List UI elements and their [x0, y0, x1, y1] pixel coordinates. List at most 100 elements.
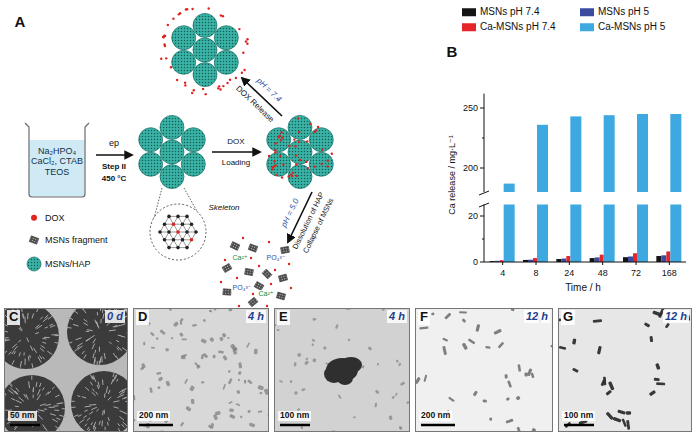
dox-dot: [309, 123, 311, 125]
msn-hap-sphere: [288, 140, 312, 164]
legend-text: Ca-MSNs pH 7.4: [480, 21, 556, 33]
y-minor-tick: [482, 138, 484, 139]
dox-dot: [164, 45, 166, 47]
pore-streak: [117, 379, 119, 382]
tem-particle: [279, 380, 283, 384]
dox-dot: [172, 17, 174, 19]
pore-streak: [122, 424, 125, 427]
pore-streak: [28, 381, 30, 388]
dox-dot: [275, 174, 277, 176]
pore-streak: [18, 340, 21, 342]
tem-particle: [605, 390, 612, 396]
bar-chart: [479, 94, 686, 265]
bar: [670, 114, 681, 192]
tem-particle: [311, 343, 314, 346]
pore-streak: [33, 387, 34, 392]
legend-swatch: [580, 23, 594, 31]
atom-dot: [167, 215, 171, 219]
tem-particle: [606, 412, 614, 421]
dox-dot: [222, 15, 224, 17]
x-tick: [536, 262, 537, 265]
tem-particle: [395, 393, 398, 397]
pore-streak: [118, 423, 120, 426]
pore-streak: [38, 410, 44, 412]
dox-dot: [298, 131, 300, 133]
atom-dot: [190, 238, 194, 242]
legend-text: MSNs fragment: [45, 235, 108, 245]
tem-particle: [312, 318, 316, 321]
tem-particle: [475, 324, 480, 332]
time-label: 12 h: [524, 310, 550, 323]
tem-particle: [506, 397, 510, 401]
pore-streak: [102, 309, 104, 313]
tem-particle: [374, 403, 377, 408]
tem-particle: [157, 386, 160, 389]
pore-streak: [29, 355, 31, 358]
pore-streak: [99, 347, 100, 352]
dox-dot: [184, 84, 186, 86]
pore-streak: [119, 390, 123, 393]
panel-letter: E: [277, 310, 290, 325]
pore-streak: [99, 361, 100, 367]
pore-streak: [9, 352, 12, 355]
dox-dot: [326, 165, 328, 167]
atom-dot: [172, 238, 176, 242]
tem-particle: [442, 346, 447, 355]
pore-streak: [15, 391, 18, 394]
pore-streak: [49, 324, 53, 326]
scale-bar: [139, 424, 173, 427]
ph-label: pH = 5.0: [279, 196, 301, 229]
tem-particle: [223, 384, 227, 390]
dox-dot: [178, 13, 180, 15]
pore-streak: [106, 386, 107, 393]
y-tick: [480, 108, 484, 109]
tem-particle: [156, 337, 159, 340]
tem-particle: [459, 311, 467, 313]
tem-particle: [247, 409, 251, 413]
pore-streak: [52, 334, 58, 335]
msn-hap-sphere: [139, 128, 163, 152]
pore-streak: [24, 358, 25, 365]
pore-streak: [87, 330, 93, 331]
mesoporous-sphere: [67, 308, 128, 365]
msn-hap-cluster: [139, 115, 206, 188]
tem-background: [274, 308, 410, 432]
tem-particle: [559, 346, 566, 350]
scale-label: 100 nm: [278, 411, 311, 421]
tick-label: 8: [532, 268, 539, 278]
pore-streak: [5, 337, 9, 338]
dox-dot: [184, 82, 186, 84]
scale-bar: [10, 424, 40, 427]
tem-particle: [232, 349, 237, 355]
legend-hap-sample: [27, 257, 41, 271]
dox-dot: [307, 167, 309, 169]
tem-particle: [165, 381, 170, 387]
atom-dot: [163, 238, 167, 242]
pore-streak: [43, 338, 47, 340]
pore-streak: [95, 320, 97, 324]
legend-text: MSNs/HAP: [45, 259, 91, 269]
bar: [600, 255, 604, 262]
legend-text: Ca-MSNs pH 5: [598, 21, 665, 33]
bar: [604, 205, 615, 263]
msn-hap-sphere: [193, 13, 217, 37]
dox-dot: [238, 305, 240, 307]
dox-dot: [243, 69, 245, 71]
x-tick: [569, 262, 570, 265]
y-tick: [480, 168, 484, 169]
tem-particle: [150, 332, 155, 337]
pore-streak: [116, 356, 119, 360]
pore-streak: [30, 346, 32, 351]
atom-dot: [167, 230, 171, 234]
tem-particle: [257, 385, 264, 390]
pore-streak: [73, 310, 78, 314]
pore-streak: [119, 416, 124, 420]
tick-label: 24: [563, 268, 575, 278]
pore-streak: [26, 394, 28, 399]
tem-background: [558, 308, 692, 432]
dox-dot: [288, 145, 290, 147]
tem-image: [415, 308, 553, 432]
dox-dot: [191, 8, 193, 10]
legend-sample-space: [27, 236, 41, 244]
